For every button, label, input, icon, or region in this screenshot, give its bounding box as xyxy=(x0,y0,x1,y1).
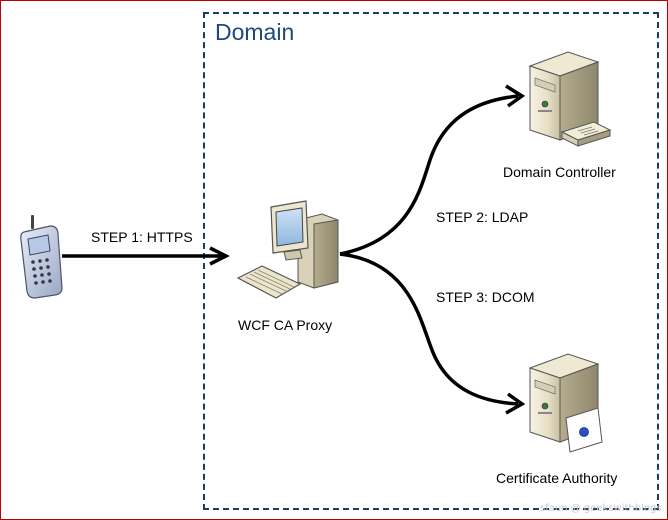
domain-controller-label: Domain Controller xyxy=(503,164,616,180)
step1-label: STEP 1: HTTPS xyxy=(91,229,193,245)
server-with-switch-icon xyxy=(528,51,612,147)
mobile-phone-icon xyxy=(20,215,63,299)
server-with-certificate-icon xyxy=(528,353,603,453)
certificate-authority-label: Certificate Authority xyxy=(496,470,618,486)
connector-step2 xyxy=(339,84,526,256)
domain-boundary xyxy=(203,12,659,510)
step3-label: STEP 3: DCOM xyxy=(436,289,535,305)
connector-step1 xyxy=(62,246,230,266)
step2-label: STEP 2: LDAP xyxy=(436,209,529,225)
proxy-label: WCF CA Proxy xyxy=(238,317,333,333)
domain-title: Domain xyxy=(215,19,295,45)
connector-step3 xyxy=(339,252,526,415)
watermark: sfaun @ geekswithblogs xyxy=(540,503,662,514)
workstation-icon xyxy=(236,200,339,299)
